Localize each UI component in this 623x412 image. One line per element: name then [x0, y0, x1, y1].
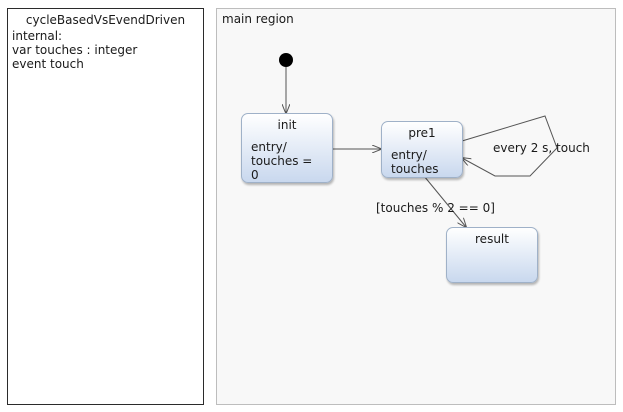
state-pre1-name: pre1	[408, 126, 436, 140]
transition-pre1-to-result[interactable]	[423, 175, 466, 227]
region-title: main region	[222, 12, 294, 26]
transition-pre1-self-loop[interactable]	[462, 115, 558, 177]
definition-line-variable: var touches : integer	[12, 43, 138, 57]
definition-line-internal: internal:	[12, 29, 63, 43]
state-pre1[interactable]: pre1 entry/ touches	[381, 121, 463, 178]
state-init-name: init	[277, 118, 297, 132]
definition-line-event: event touch	[12, 57, 84, 71]
initial-state-dot[interactable]	[279, 53, 293, 67]
state-init[interactable]: init entry/ touches = 0	[241, 113, 333, 183]
statechart-definition-panel[interactable]: cycleBasedVsEvendDriven internal: var to…	[7, 8, 204, 405]
state-pre1-entry-action: entry/ touches	[391, 148, 439, 176]
state-result[interactable]: result	[446, 227, 538, 283]
state-init-entry-action: entry/ touches = 0	[251, 140, 313, 182]
main-region-panel[interactable]: main region	[216, 8, 616, 405]
state-result-name: result	[475, 232, 509, 246]
self-loop-label: every 2 s, touch	[493, 141, 590, 155]
guard-label: [touches % 2 == 0]	[376, 201, 495, 215]
statechart-name: cycleBasedVsEvendDriven	[25, 13, 186, 27]
